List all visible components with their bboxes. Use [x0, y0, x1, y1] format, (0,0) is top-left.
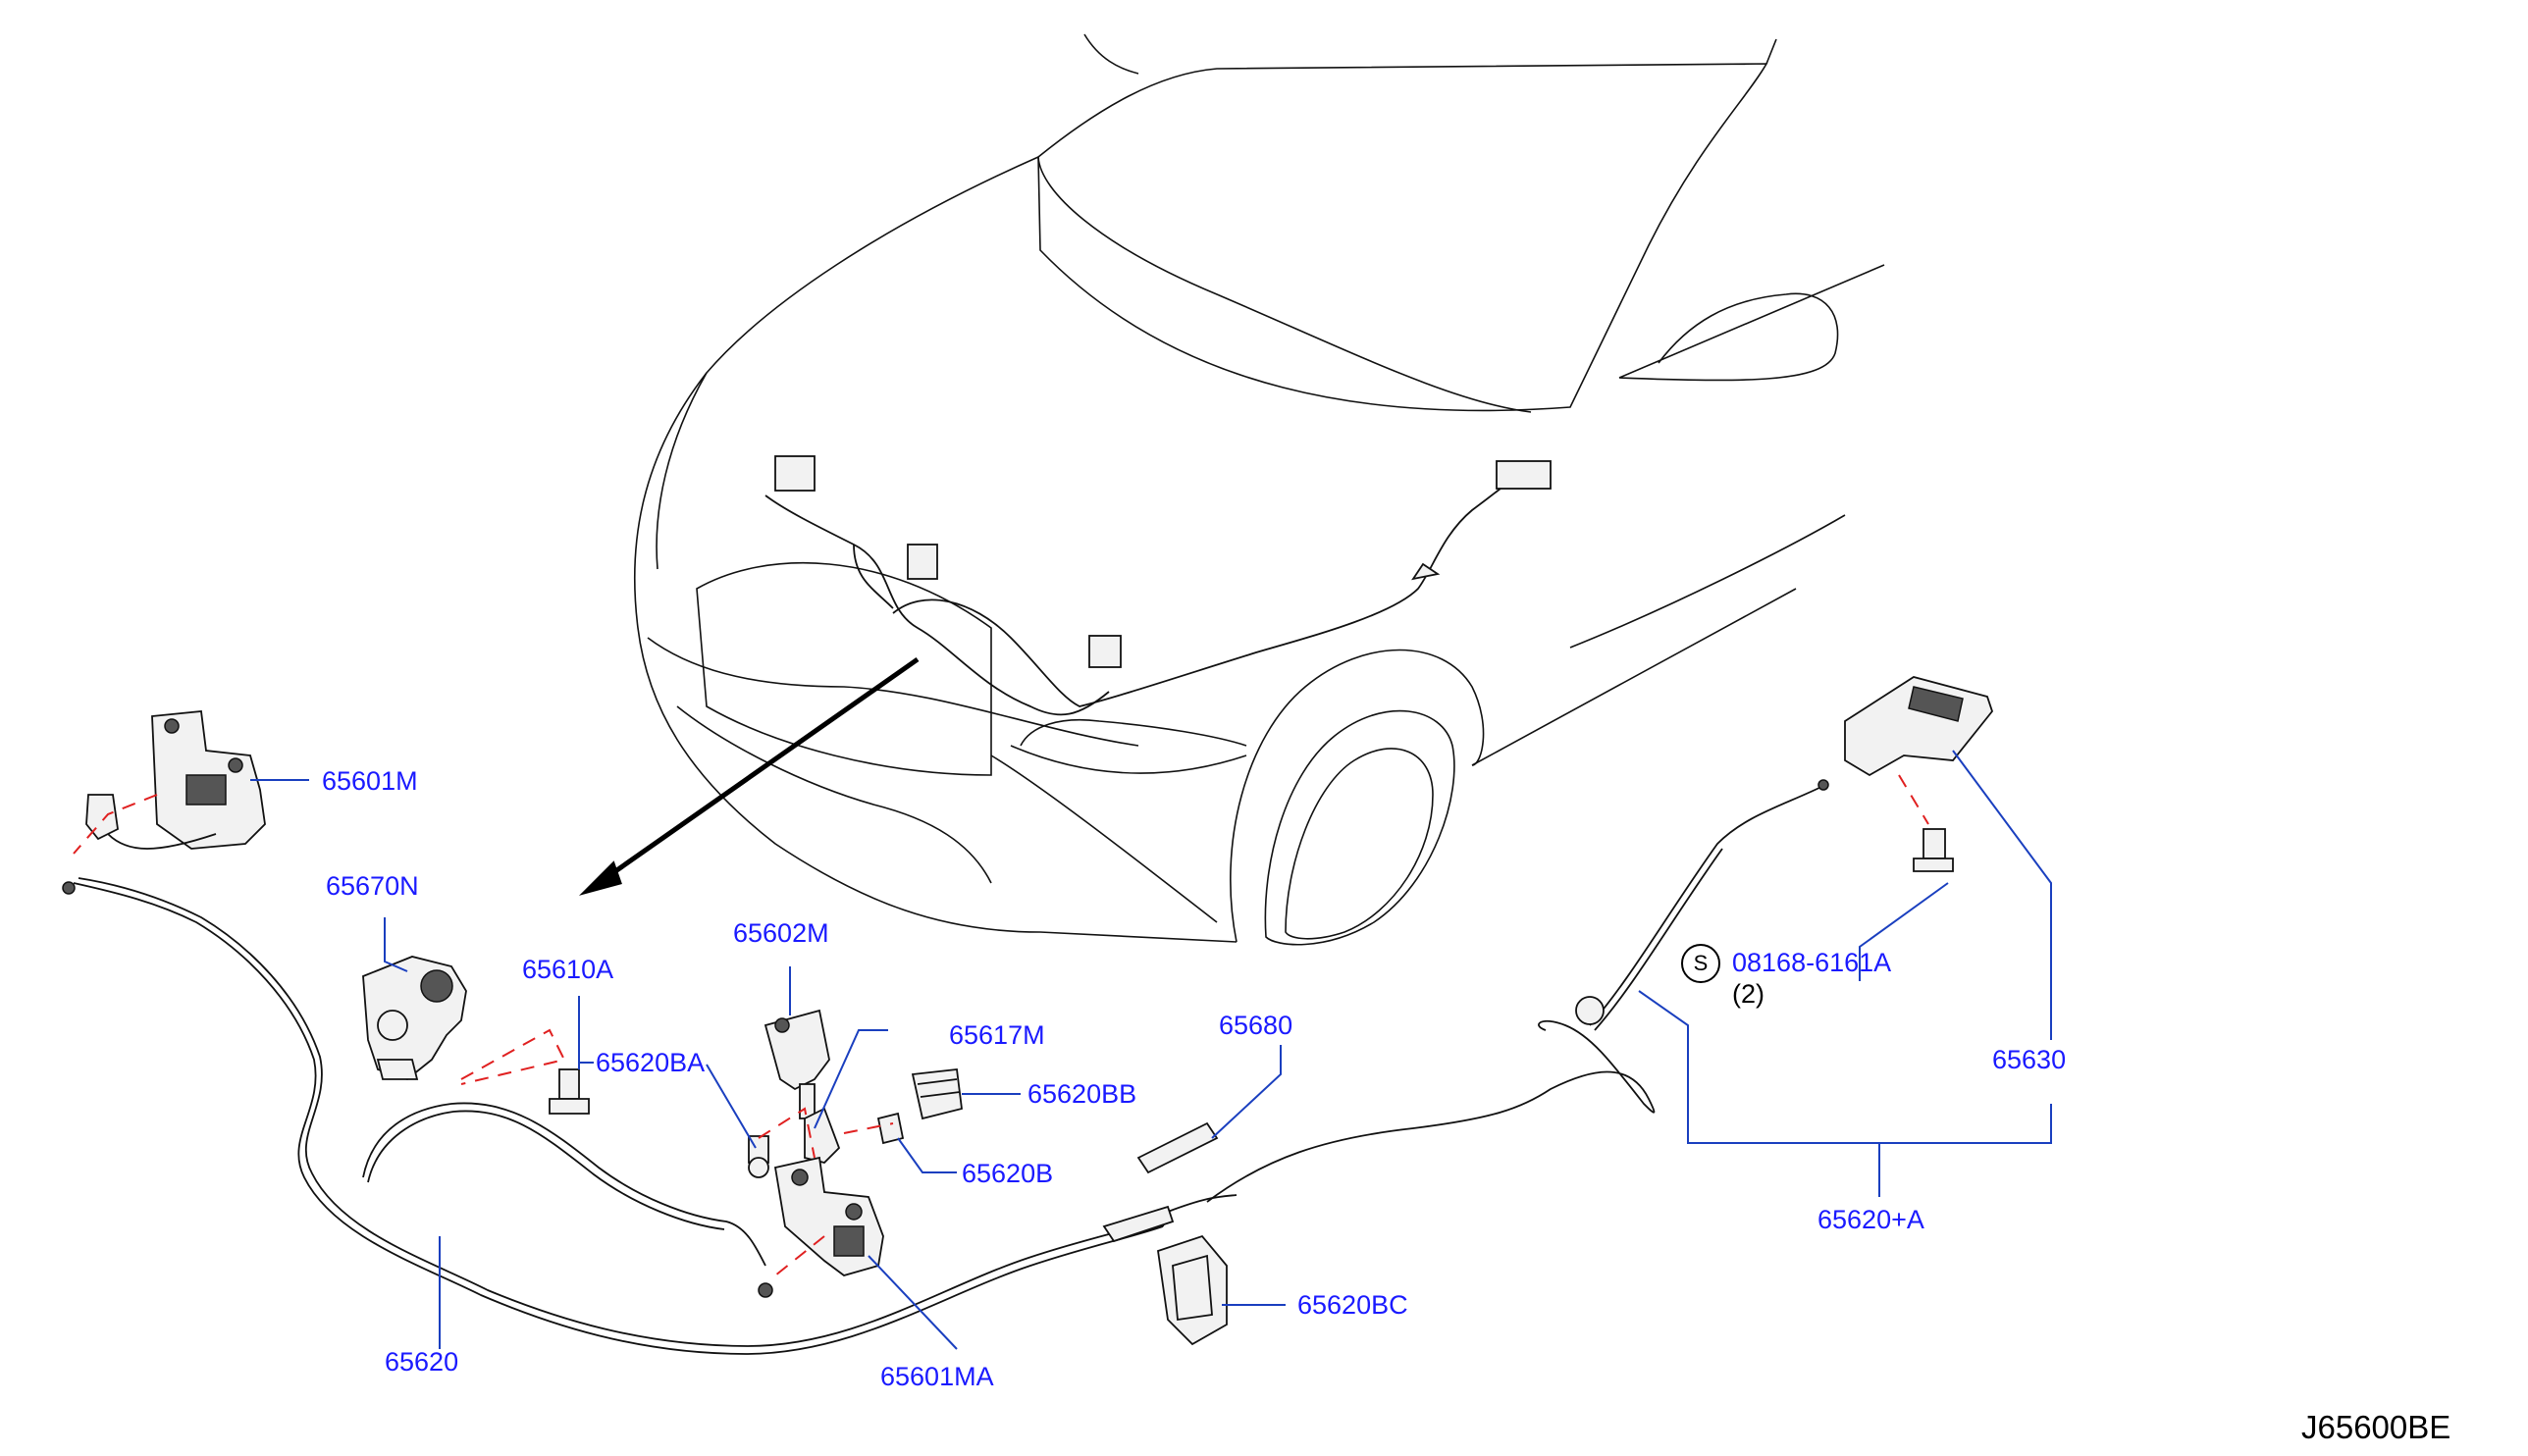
callout-65670N[interactable]: 65670N [326, 871, 419, 901]
callout-65620-A[interactable]: 65620+A [1817, 1205, 1924, 1234]
callout-65601M[interactable]: 65601M [322, 766, 418, 796]
callout-65620BB[interactable]: 65620BB [1027, 1079, 1137, 1109]
part-65601MA-latch [773, 1156, 884, 1276]
callout-08168-6161A[interactable]: 08168-6161A [1732, 948, 1892, 977]
callout-65601MA[interactable]: 65601MA [880, 1362, 994, 1391]
callout-65602M[interactable]: 65602M [733, 918, 829, 948]
part-65620BC-bracket [1157, 1234, 1228, 1346]
view-arrow [578, 656, 920, 896]
callout-65680[interactable]: 65680 [1219, 1011, 1293, 1040]
callout-65617M[interactable]: 65617M [949, 1020, 1045, 1050]
callout-65620B[interactable]: 65620B [962, 1159, 1054, 1188]
part-65601M-latch [85, 710, 266, 850]
part-65610A-bolt [549, 1068, 590, 1115]
part-65620BA-clip [748, 1135, 769, 1178]
part-65620B-clip [876, 1112, 905, 1145]
part-65630-handle [1844, 676, 1994, 777]
part-65620BB-clip [911, 1068, 963, 1120]
part-08168-6161A-bolt [1913, 828, 1954, 872]
callout-65610A[interactable]: 65610A [522, 955, 614, 984]
part-65670N-switch [362, 956, 467, 1081]
diagram-code: J65600BE [2301, 1409, 2451, 1445]
quantity-08168: (2) [1732, 979, 1764, 1009]
part-65680-grip [1136, 1121, 1219, 1174]
callout-65630[interactable]: 65630 [1992, 1045, 2067, 1074]
callout-65620BC[interactable]: 65620BC [1297, 1290, 1408, 1320]
car-outline [633, 33, 1885, 946]
standard-part-symbol: S [1681, 944, 1720, 983]
part-65602M-striker [764, 1009, 830, 1119]
part-65620-cable [62, 877, 1164, 1355]
car-cable-routing [764, 455, 1552, 716]
right-release-cable [1102, 779, 1829, 1243]
leader-lines [250, 750, 2052, 1350]
callout-65620[interactable]: 65620 [385, 1347, 459, 1377]
callout-65620BA[interactable]: 65620BA [596, 1048, 706, 1077]
assembly-dash-lines [73, 774, 1929, 1276]
